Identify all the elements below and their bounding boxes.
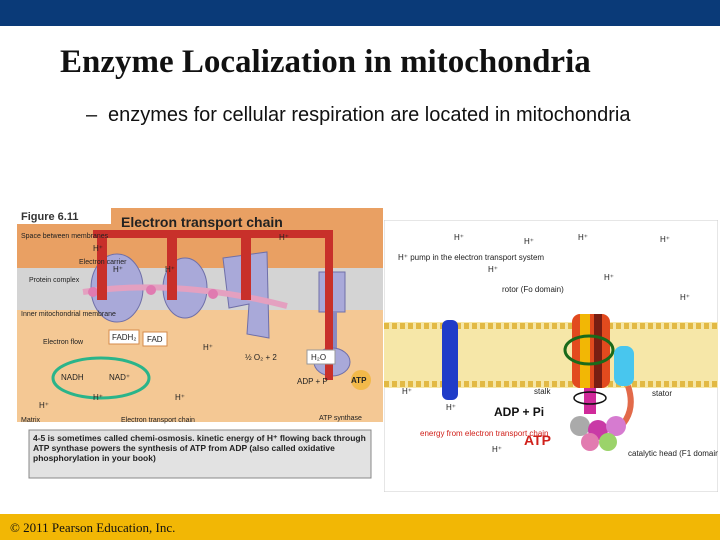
proton-marker: H⁺ <box>93 244 103 253</box>
label-space: Space between membranes <box>21 233 109 240</box>
proton-marker: H⁺ <box>175 393 185 402</box>
label-protein-complex: Protein complex <box>29 277 80 284</box>
proton-marker: H⁺ <box>279 233 289 242</box>
caption-text: 4-5 is sometimes called chemi-osmosis. k… <box>33 433 366 463</box>
label-atp: ATP <box>351 376 367 385</box>
proton-marker: H⁺ <box>492 445 502 454</box>
bullet-point: – enzymes for cellular respiration are l… <box>86 103 646 128</box>
etc-figure-svg: Figure 6.11 Electron transport chain Spa… <box>17 208 383 486</box>
h2o-box <box>306 349 336 365</box>
slide-title: Enzyme Localization in mitochondria <box>60 44 591 80</box>
etc-figure-title: Electron transport chain <box>121 214 283 230</box>
electron-carrier <box>146 285 156 295</box>
stator <box>614 346 634 386</box>
label-etc-bottom: Electron transport chain <box>121 417 195 424</box>
fad-box <box>142 331 168 347</box>
figure-label-box <box>17 208 111 224</box>
proton-arrow-1 <box>97 230 107 300</box>
proton-marker: H⁺ <box>113 265 123 274</box>
label-rotor: rotor (Fo domain) <box>502 285 564 294</box>
label-matrix: Matrix <box>21 417 41 424</box>
proton-marker: H⁺ <box>454 233 464 242</box>
label-electron-flow: Electron flow <box>43 339 84 346</box>
label-nadh: NADH <box>61 373 84 382</box>
atp-synthase-figure: H⁺ pump in the electron transport system… <box>383 219 720 493</box>
top-bar <box>0 0 720 26</box>
bullet-dash: – <box>86 104 98 126</box>
proton-marker: H⁺ <box>680 293 690 302</box>
rotor-stripe <box>580 314 590 388</box>
label-o2: ½ O₂ + 2 <box>245 353 277 362</box>
label-inner-membrane: Inner mitochondrial membrane <box>21 311 116 318</box>
caption-wrapper: 4-5 is sometimes called chemi-osmosis. k… <box>33 433 366 463</box>
proton-marker: H⁺ <box>446 403 456 412</box>
label-stator: stator <box>652 389 672 398</box>
proton-marker: H⁺ <box>660 235 670 244</box>
electron-carrier <box>208 289 218 299</box>
label-fadh2: FADH₂ <box>112 333 136 342</box>
label-electron-carrier: Electron carrier <box>79 259 127 266</box>
catalytic-subunit <box>599 433 617 451</box>
proton-marker: H⁺ <box>39 401 49 410</box>
proton-arrow-2 <box>167 230 177 300</box>
copyright-text: © 2011 Pearson Education, Inc. <box>10 520 176 535</box>
proton-marker: H⁺ <box>524 237 534 246</box>
proton-marker: H⁺ <box>488 265 498 274</box>
atp-synthase-figure-svg: H⁺ pump in the electron transport system… <box>383 219 720 493</box>
label-atp: ATP <box>524 432 551 448</box>
label-catalytic-head: catalytic head (F1 domain) <box>628 449 718 458</box>
rotation-arrow <box>563 334 615 366</box>
proton-arrow-3 <box>241 230 251 300</box>
stalk <box>584 388 596 414</box>
membrane-bilayer <box>384 322 718 388</box>
etc-figure: Figure 6.11 Electron transport chain Spa… <box>17 208 383 486</box>
stalk-rotation <box>573 391 607 405</box>
label-h-pump: H⁺ pump in the electron transport system <box>398 253 544 262</box>
rotor <box>572 314 610 388</box>
label-fad: FAD <box>147 335 163 344</box>
proton-return-arrow <box>93 230 333 238</box>
label-adp-pi: ADP + Pi <box>494 405 544 419</box>
label-adp: ADP + P <box>297 377 328 386</box>
rotor-stripe <box>594 314 602 388</box>
proton-marker: H⁺ <box>402 387 412 396</box>
caption-box <box>28 429 372 479</box>
figure-label: Figure 6.11 <box>21 211 78 223</box>
catalytic-subunit <box>606 416 626 436</box>
label-h2o: H₂O <box>311 353 326 362</box>
fadh2-box <box>108 329 140 345</box>
proton-down-arrow <box>325 230 333 380</box>
proton-marker: H⁺ <box>604 273 614 282</box>
electron-carrier <box>88 287 98 297</box>
nad-cycle <box>51 356 151 400</box>
proton-marker: H⁺ <box>93 393 103 402</box>
label-nad: NAD⁺ <box>109 373 130 382</box>
catalytic-subunit <box>581 433 599 451</box>
atp-circle <box>351 370 371 390</box>
bottom-bar <box>0 514 720 540</box>
proton-marker: H⁺ <box>578 233 588 242</box>
proton-marker: H⁺ <box>165 265 175 274</box>
h-pump <box>442 320 458 400</box>
proton-marker: H⁺ <box>203 343 213 352</box>
label-atp-synthase: ATP synthase <box>319 415 362 422</box>
label-stalk: stalk <box>534 387 551 396</box>
label-energy: energy from electron transport chain <box>420 429 549 438</box>
bullet-text: enzymes for cellular respiration are loc… <box>108 104 631 126</box>
catalytic-subunit <box>570 416 590 436</box>
